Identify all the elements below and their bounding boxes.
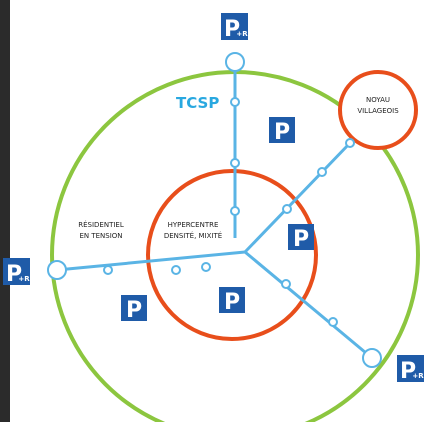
station-icon bbox=[171, 265, 181, 275]
parking-sign-icon: P bbox=[288, 224, 314, 252]
tcsp-label: TCSP bbox=[176, 94, 219, 112]
park-and-ride-suffix: +R bbox=[236, 30, 248, 38]
parking-letter: P bbox=[126, 298, 142, 323]
hypercentre-ring bbox=[146, 169, 318, 341]
residentiel-label-line2: EN TENSION bbox=[79, 232, 122, 240]
station-icon bbox=[47, 260, 67, 280]
station-icon bbox=[225, 52, 245, 72]
village-ring bbox=[338, 70, 418, 150]
station-icon bbox=[103, 265, 113, 275]
photo-edge bbox=[0, 0, 10, 422]
park-and-ride-letter: P bbox=[400, 359, 416, 384]
hypercentre-label-line1: HYPERCENTRE bbox=[168, 221, 219, 229]
station-icon bbox=[201, 262, 211, 272]
park-and-ride-suffix: +R bbox=[412, 372, 424, 380]
tcsp-line-west bbox=[56, 250, 246, 272]
parking-letter: P bbox=[224, 290, 240, 315]
noyau-villageois-label-line2: VILLAGEOIS bbox=[357, 107, 399, 115]
parking-sign-icon: P bbox=[121, 295, 147, 323]
residentiel-label-line1: RÉSIDENTIEL bbox=[78, 220, 124, 229]
tcsp-line-southeast bbox=[244, 250, 373, 360]
park-and-ride-sign-icon: P +R bbox=[3, 258, 30, 287]
parking-sign-icon: P bbox=[219, 287, 245, 315]
station-icon bbox=[230, 206, 240, 216]
parking-letter: P bbox=[274, 120, 290, 145]
station-icon bbox=[282, 204, 292, 214]
park-and-ride-sign-icon: P +R bbox=[397, 355, 424, 384]
tcsp-line-northeast bbox=[243, 141, 352, 254]
noyau-villageois-label-line1: NOYAU bbox=[366, 96, 390, 104]
park-and-ride-letter: P bbox=[224, 17, 240, 42]
stations bbox=[47, 52, 382, 368]
station-icon bbox=[230, 158, 240, 168]
station-icon bbox=[362, 348, 382, 368]
park-and-ride-sign-icon: P +R bbox=[221, 13, 248, 42]
hypercentre-label-line2: DENSITÉ, MIXITÉ bbox=[164, 231, 222, 240]
station-icon bbox=[281, 279, 291, 289]
parking-letter: P bbox=[293, 227, 309, 252]
parking-sign-icon: P bbox=[269, 117, 295, 145]
station-icon bbox=[345, 138, 355, 148]
park-and-ride-suffix: +R bbox=[18, 275, 30, 283]
station-icon bbox=[317, 167, 327, 177]
park-and-ride-letter: P bbox=[6, 262, 22, 287]
station-icon bbox=[328, 317, 338, 327]
station-icon bbox=[230, 97, 240, 107]
